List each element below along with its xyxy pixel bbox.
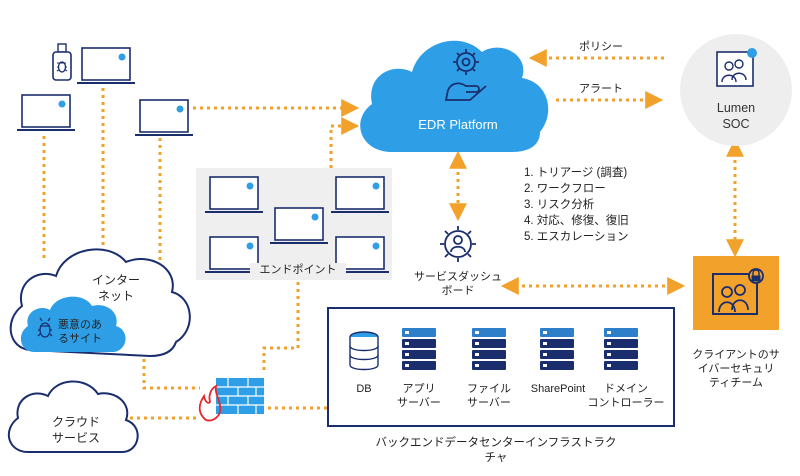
internet-label: インター ネット	[91, 273, 140, 303]
endpoints-label: エンドポイント	[250, 263, 346, 277]
connector-internet-firewall	[142, 352, 200, 390]
backend-item-label: ファイル サーバー	[467, 383, 511, 409]
connectors	[42, 49, 744, 420]
firewall-icon	[198, 378, 264, 422]
backend-item-label: アプリ サーバー	[397, 383, 441, 409]
process-steps-list: 1. トリアージ (調査) 2. ワークフロー 3. リスク分析 4. 対応、修…	[524, 165, 629, 245]
client-team-label: クライアントのサ イバーセキュリ ティチーム	[692, 349, 780, 389]
backend-item-label: SharePoint	[530, 383, 586, 395]
endpoint-laptop	[330, 176, 390, 213]
client-user-group-icon	[712, 268, 764, 315]
backend-item-label: ドメイン コントローラー	[587, 383, 665, 409]
backend-title: バックエンドデータセンターインフラストラク チャ	[375, 437, 617, 464]
soc-label: Lumen SOC	[716, 101, 756, 131]
bug-icon	[37, 317, 53, 338]
process-step: 4. 対応、修復、復旧	[524, 215, 629, 227]
connector-endpoints-firewall	[262, 282, 300, 372]
malicious-sites-cloud	[20, 296, 126, 352]
process-step: 5. エスカレーション	[524, 231, 629, 243]
backend-datacenter	[327, 307, 675, 427]
edr-platform-cloud[interactable]	[360, 40, 549, 152]
cloud-services	[7, 380, 139, 453]
gear-hand-icon	[444, 49, 487, 101]
edr-platform-title: EDR Platform	[418, 117, 498, 132]
connector-endpoints-to-edr	[329, 117, 360, 168]
endpoint-laptop	[269, 207, 329, 244]
endpoint-panel	[196, 168, 392, 280]
database-icon	[349, 331, 379, 371]
backend-item-label: DB	[356, 383, 372, 395]
dashboard-label[interactable]: サービスダッシュ ボード	[414, 271, 502, 297]
alert-label: アラート	[579, 83, 623, 95]
laptop-icon	[76, 47, 136, 84]
malicious-sites-label: 悪意のあ るサイト	[58, 319, 102, 345]
lumen-soc[interactable]	[680, 34, 792, 146]
process-step: 3. リスク分析	[524, 199, 595, 211]
process-step: 2. ワークフロー	[524, 183, 606, 195]
policy-label: ポリシー	[579, 41, 623, 53]
soc-user-group-icon	[716, 48, 757, 87]
usb-bug-icon	[52, 43, 72, 81]
gear-user-icon[interactable]	[440, 226, 476, 262]
client-team-box[interactable]	[693, 256, 779, 330]
cloud-services-label: クラウド サービス	[51, 415, 100, 445]
laptop-icon	[16, 94, 76, 131]
endpoint-laptop	[204, 176, 264, 213]
laptop-icon	[134, 99, 194, 136]
process-step: 1. トリアージ (調査)	[524, 167, 628, 179]
